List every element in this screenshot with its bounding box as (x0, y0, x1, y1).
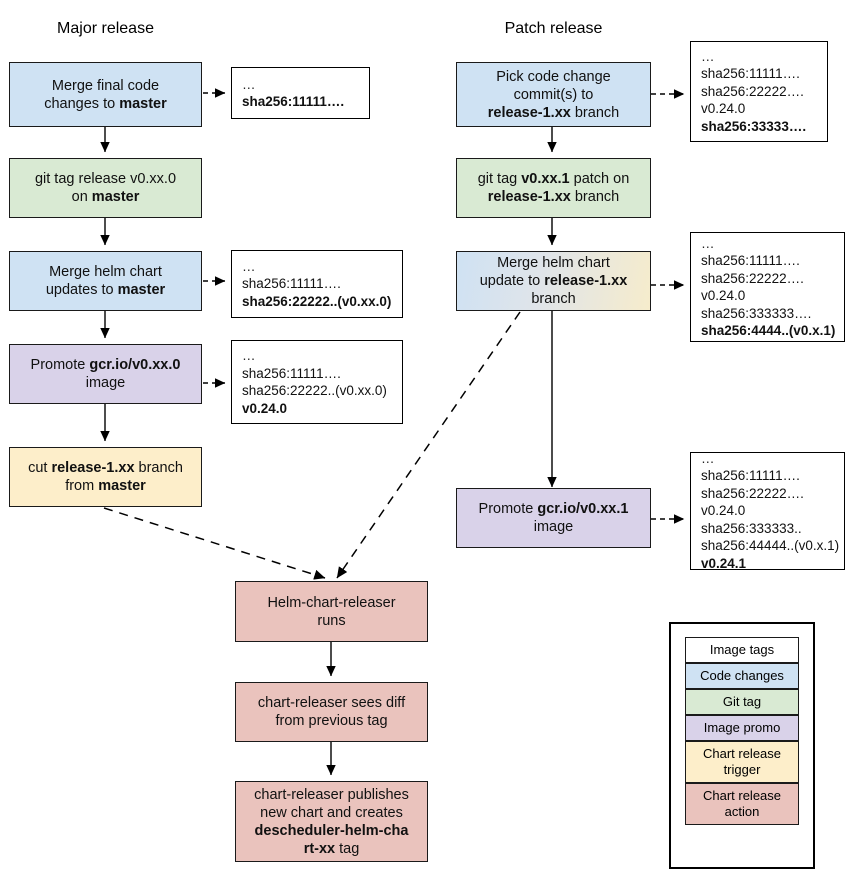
tag-line: sha256:22222…. (701, 485, 804, 501)
legend-item-label: Image promo (703, 720, 781, 735)
node-line: Merge helm chart (49, 264, 162, 280)
legend-item-label: Chart release trigger (702, 746, 782, 777)
node-git-tag-release[interactable]: git tag release v0.xx.0 on master (9, 158, 202, 218)
tag-box-after-merge-helm-chart-branch: … sha256:11111…. sha256:22222…. v0.24.0 … (690, 232, 845, 342)
node-line: Merge final code (51, 77, 160, 94)
legend-item-label: Git tag (722, 694, 762, 709)
tag-line: … (242, 258, 257, 274)
tag-line: … (701, 450, 716, 466)
node-line: git tag v0.xx.1 patch on (477, 171, 630, 187)
tag-line: v0.24.0 (701, 101, 746, 117)
node-line: chart-releaser publishes (254, 786, 409, 803)
node-line: git tag release v0.xx.0 (34, 171, 177, 187)
tag-box-after-merge-final-code: … sha256:11111…. (231, 67, 370, 119)
node-promote-image-patch[interactable]: Promote gcr.io/v0.xx.1 image (456, 488, 651, 548)
tag-line: sha256:11111…. (242, 365, 341, 381)
node-line: release-1.xx branch (487, 189, 620, 205)
tag-line: v0.24.1 (701, 555, 747, 571)
node-line: update to release-1.xx (479, 273, 628, 289)
tag-box-after-merge-helm-chart-updates: … sha256:11111…. sha256:22222..(v0.xx.0) (231, 250, 403, 318)
legend-item-image-tags: Image tags (685, 637, 799, 663)
legend-item-git-tag: Git tag (685, 689, 799, 715)
tag-box-after-pick-code-change: … sha256:11111…. sha256:22222…. v0.24.0 … (690, 41, 828, 142)
node-merge-helm-chart-updates[interactable]: Merge helm chart updates to master (9, 251, 202, 311)
tag-line: sha256:11111…. (242, 276, 341, 292)
node-line: updates to master (45, 282, 166, 298)
node-line: on master (71, 189, 140, 205)
column-title-patch: Patch release (504, 20, 603, 37)
node-line: runs (317, 612, 346, 629)
node-git-tag-patch[interactable]: git tag v0.xx.1 patch on release-1.xx br… (456, 158, 651, 218)
node-line: image (85, 375, 126, 391)
node-line: Promote gcr.io/v0.xx.1 (478, 501, 629, 517)
tag-line: sha256:11111…. (701, 66, 800, 82)
legend-item-chart-release-action: Chart release action (685, 783, 799, 825)
tag-line: sha256:11111…. (701, 468, 800, 484)
node-line: changes to master (44, 95, 167, 112)
node-line: branch (531, 291, 576, 307)
legend-item-chart-release-trigger: Chart release trigger (685, 741, 799, 783)
legend-item-label: Image tags (709, 642, 775, 657)
node-line: commit(s) to (513, 86, 594, 103)
node-line: chart-releaser sees diff (257, 695, 406, 711)
tag-line: sha256:333333.. (701, 520, 802, 536)
node-merge-final-code[interactable]: Merge final code changes to master (9, 62, 202, 127)
tag-line: sha256:22222…. (701, 270, 804, 286)
node-merge-helm-chart-update-branch[interactable]: Merge helm chart update to release-1.xx … (456, 251, 651, 311)
tag-line: sha256:44444..(v0.x.1) (701, 538, 840, 554)
node-chart-releaser-publishes[interactable]: chart-releaser publishes new chart and c… (235, 781, 428, 862)
tag-line: sha256:22222…. (701, 83, 804, 99)
column-title-major: Major release (57, 20, 154, 37)
tag-line: sha256:4444..(v0.x.1) (701, 323, 836, 338)
tag-line: v0.24.0 (701, 288, 746, 303)
tag-line: v0.24.0 (242, 400, 288, 416)
node-promote-image-major[interactable]: Promote gcr.io/v0.xx.0 image (9, 344, 202, 404)
node-line: image (533, 519, 574, 535)
tag-line: sha256:11111…. (701, 253, 800, 268)
node-line: descheduler-helm-cha (254, 822, 409, 839)
tag-line: sha256:11111…. (242, 94, 345, 109)
node-line: Pick code change (496, 68, 611, 85)
node-line: Helm-chart-releaser (267, 594, 396, 611)
legend-item-label: Chart release action (702, 788, 782, 819)
node-line: cut release-1.xx branch (28, 460, 183, 476)
tag-box-after-promote-image-patch: … sha256:11111…. sha256:22222…. v0.24.0 … (690, 450, 845, 571)
tag-line: sha256:333333…. (701, 305, 812, 321)
node-helm-chart-releaser-runs[interactable]: Helm-chart-releaser runs (235, 581, 428, 642)
tag-line: sha256:22222..(v0.xx.0) (242, 293, 392, 309)
tag-line: … (701, 48, 716, 64)
tag-line: v0.24.0 (701, 503, 746, 519)
tag-line: … (242, 76, 257, 92)
node-line: Promote gcr.io/v0.xx.0 (30, 357, 181, 373)
node-line: from previous tag (275, 713, 388, 729)
legend: Image tags Code changes Git tag Image pr… (669, 622, 815, 869)
legend-item-image-promo: Image promo (685, 715, 799, 741)
node-pick-code-change-commits[interactable]: Pick code change commit(s) to release-1.… (456, 62, 651, 127)
node-line: from master (65, 478, 146, 494)
node-line: new chart and creates (260, 804, 403, 821)
node-chart-releaser-sees-diff[interactable]: chart-releaser sees diff from previous t… (235, 682, 428, 742)
node-line: release-1.xx branch (487, 104, 620, 121)
tag-box-after-promote-image-major: … sha256:11111…. sha256:22222..(v0.xx.0)… (231, 340, 403, 424)
node-line: Merge helm chart (497, 255, 610, 271)
tag-line: sha256:33333…. (701, 118, 807, 134)
tag-line: … (701, 235, 716, 251)
legend-item-code-changes: Code changes (685, 663, 799, 689)
tag-line: sha256:22222..(v0.xx.0) (242, 383, 387, 398)
tag-line: … (242, 348, 257, 363)
node-line: rt-xx tag (303, 840, 360, 857)
legend-item-label: Code changes (700, 668, 784, 683)
node-cut-release-branch[interactable]: cut release-1.xx branch from master (9, 447, 202, 507)
